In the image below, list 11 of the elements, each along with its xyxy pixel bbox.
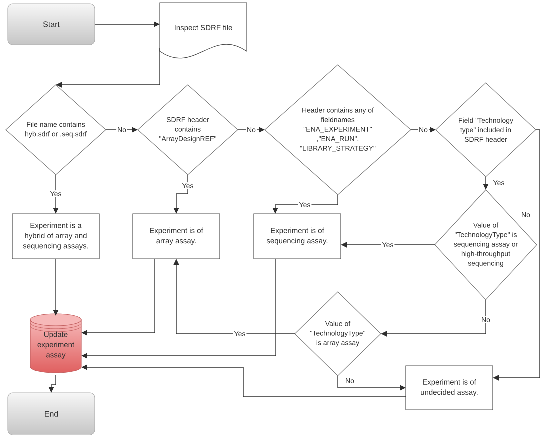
arrow: [94, 22, 160, 28]
arrow: [341, 242, 436, 248]
arrow: [174, 259, 296, 334]
terminal-box: Start: [8, 4, 96, 46]
terminal-box: End: [8, 392, 96, 436]
arrow: [493, 130, 540, 381]
arrow: [338, 376, 406, 391]
arrow: [381, 300, 486, 337]
arrow: [410, 127, 436, 133]
arrow: [106, 127, 138, 133]
arrow: [238, 127, 265, 133]
